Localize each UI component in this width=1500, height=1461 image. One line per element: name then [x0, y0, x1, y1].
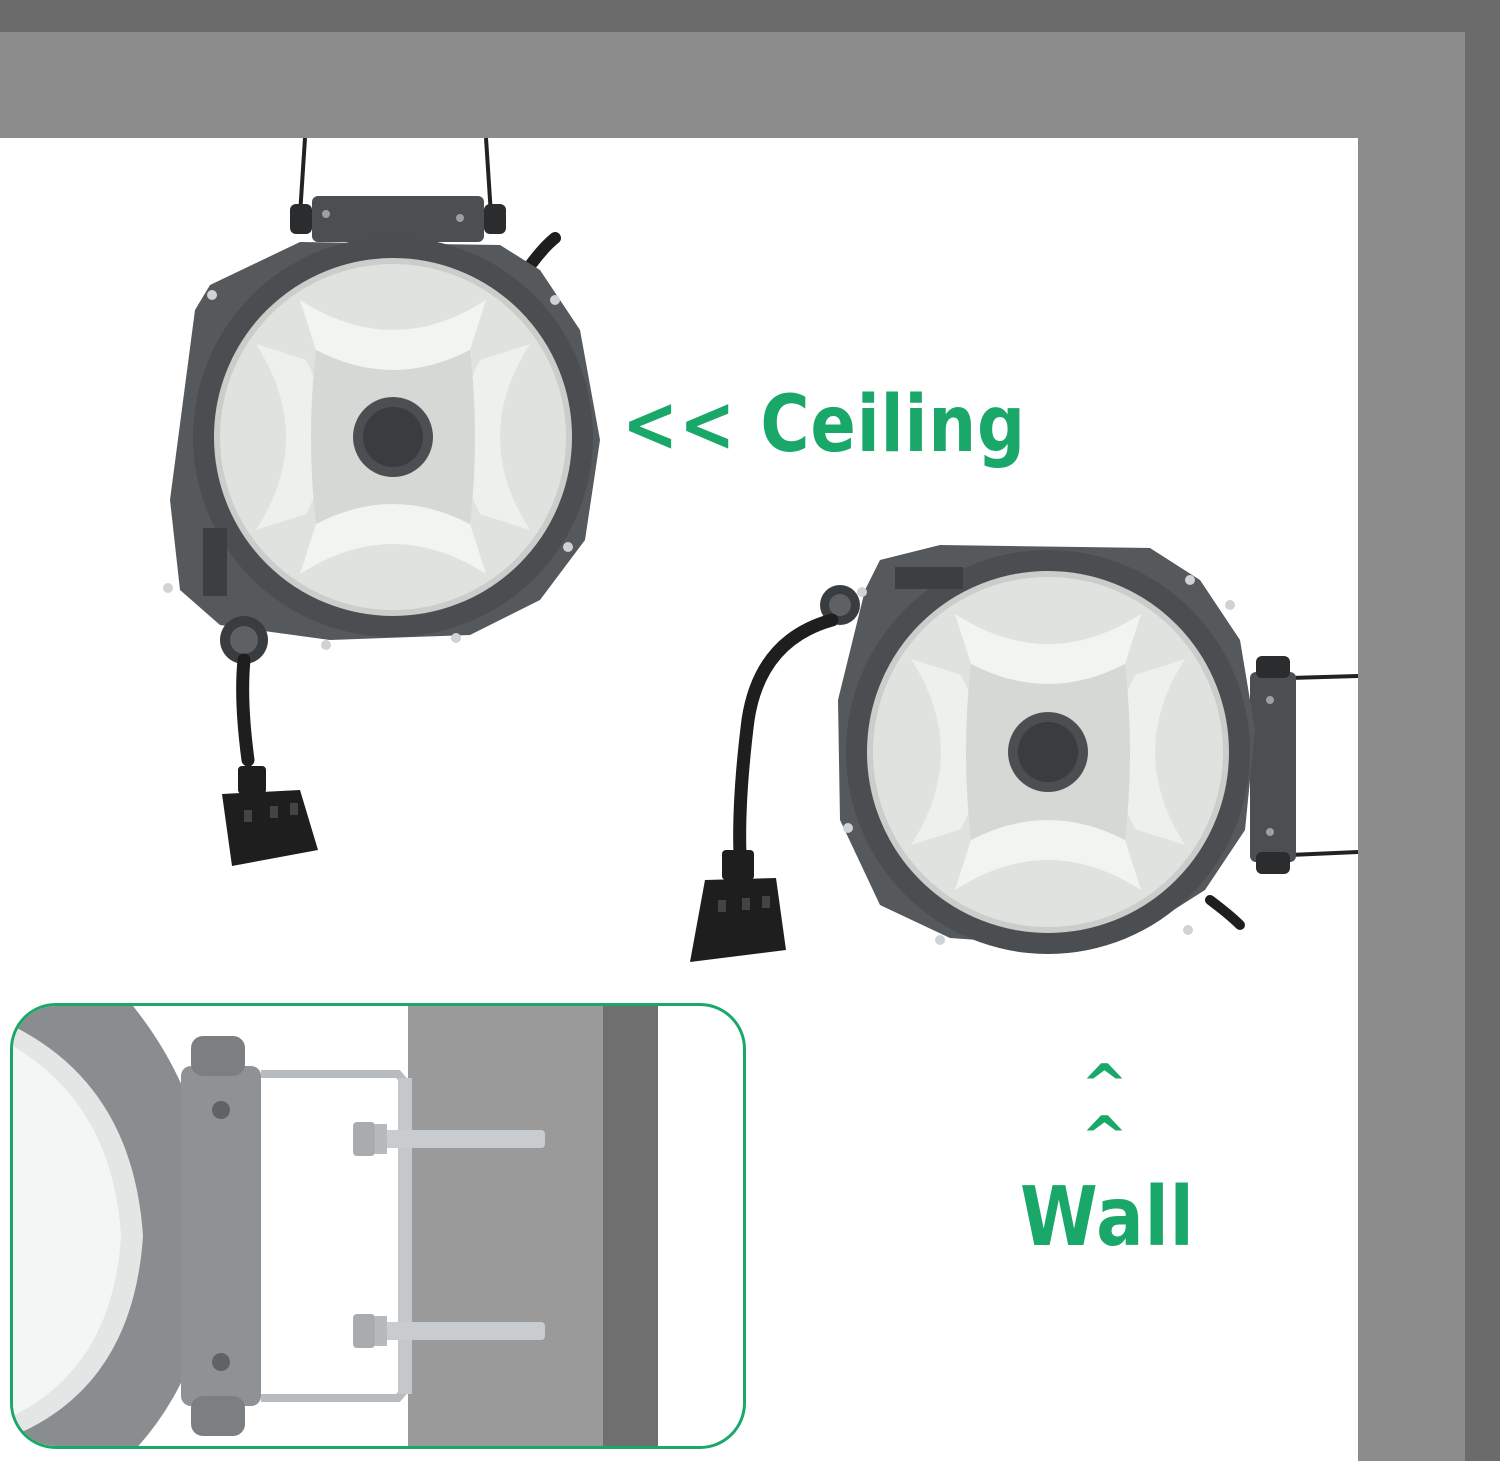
wall-label: Wall — [1020, 1170, 1195, 1265]
ceiling-label: << Ceiling — [622, 380, 1026, 470]
wall-caret-upper: ^ — [1081, 1053, 1128, 1118]
ceiling-shadow — [0, 0, 1500, 32]
wall-shadow — [1465, 0, 1500, 1461]
wall-bracket-anchor-bolts-icon — [13, 1006, 658, 1446]
wall-caret-lower: ^ — [1081, 1105, 1128, 1170]
mounting-detail-inset — [10, 1003, 746, 1449]
